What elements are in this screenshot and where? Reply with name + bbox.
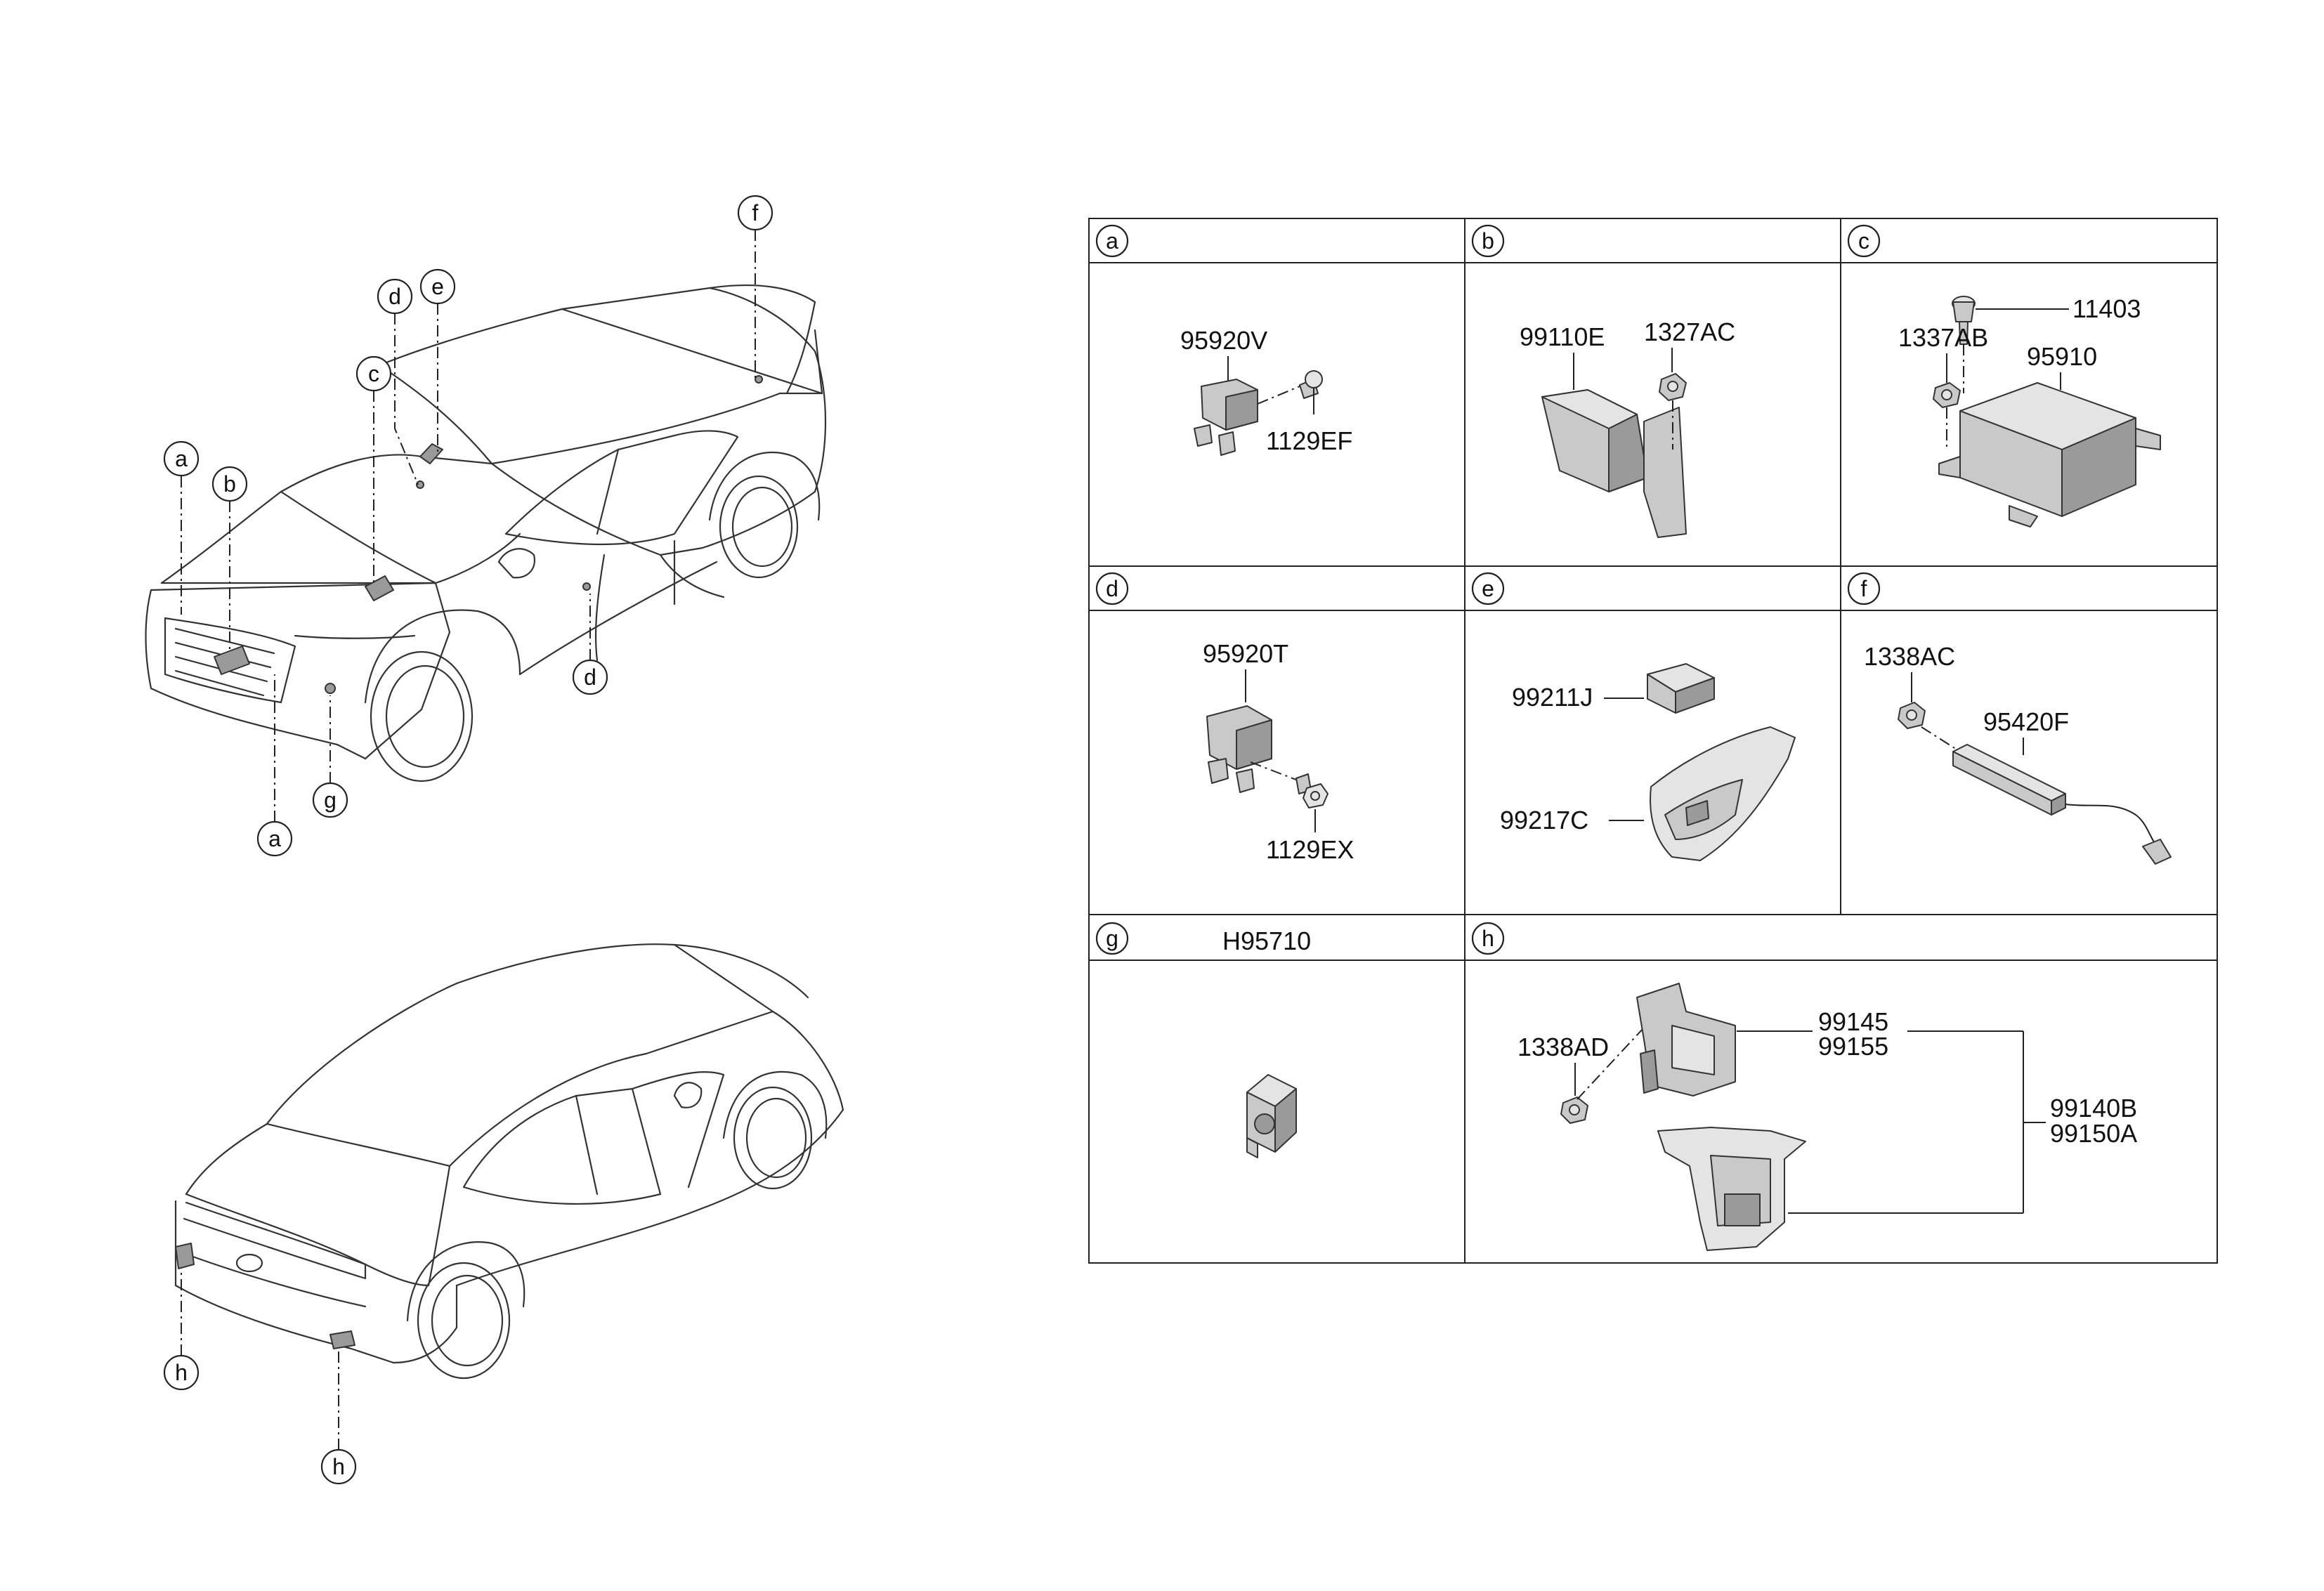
callout-c: c xyxy=(355,355,392,392)
parts-table xyxy=(1088,218,2218,1264)
callout-a-bottom: a xyxy=(256,820,293,857)
cell-c-content: 11403 1337AB 95910 xyxy=(1898,294,2161,528)
callout-h-right: h xyxy=(320,1448,357,1485)
part-marker-g xyxy=(325,683,336,694)
svg-text:e: e xyxy=(1482,576,1494,601)
bracket-99145-icon xyxy=(1636,983,1736,1096)
part-label-95920T: 95920T xyxy=(1203,639,1288,668)
part-label-99211J: 99211J xyxy=(1512,683,1593,712)
rear-car-illustration xyxy=(174,943,844,1380)
cell-b-content: 99110E 1327AC xyxy=(1520,317,1735,538)
svg-text:e: e xyxy=(431,274,444,299)
nut-1338AD-icon xyxy=(1560,1096,1588,1124)
cell-e-content: 99211J 99217C xyxy=(1500,663,1796,861)
svg-text:f: f xyxy=(1861,576,1867,601)
cell-header-c: c xyxy=(1847,224,1881,258)
cell-header-g: g xyxy=(1095,922,1129,955)
part-marker-h-right xyxy=(329,1330,355,1349)
part-label-1129EX: 1129EX xyxy=(1266,835,1354,864)
part-label-95920V: 95920V xyxy=(1180,326,1267,355)
callout-f: f xyxy=(737,195,773,231)
svg-text:g: g xyxy=(324,787,337,813)
svg-text:c: c xyxy=(1858,228,1869,254)
cell-g-content xyxy=(1246,1074,1297,1158)
part-marker-f xyxy=(755,375,763,384)
part-label-1337AB: 1337AB xyxy=(1898,323,1988,352)
part-marker-d-top xyxy=(416,480,424,489)
svg-text:a: a xyxy=(1106,228,1118,254)
svg-text:g: g xyxy=(1106,926,1118,951)
nut-1337AB-icon xyxy=(1933,382,1961,408)
callout-g: g xyxy=(312,782,348,818)
svg-text:f: f xyxy=(752,200,759,225)
bracket-99217C-icon xyxy=(1650,726,1796,861)
bolt-11403-icon xyxy=(1952,296,1976,345)
part-label-95420F: 95420F xyxy=(1983,707,2069,736)
cell-header-f: f xyxy=(1847,572,1881,605)
cell-header-d: d xyxy=(1095,572,1129,605)
antenna-95420F-icon xyxy=(1952,744,2172,865)
part-label-99110E: 99110E xyxy=(1520,322,1605,351)
radar-unit-99110E-icon xyxy=(1541,389,1687,538)
callout-b: b xyxy=(211,466,248,502)
bolt-1129EF-icon xyxy=(1299,370,1323,399)
part-marker-h-left xyxy=(175,1243,195,1269)
part-label-1338AD: 1338AD xyxy=(1517,1033,1609,1061)
part-label-11403: 11403 xyxy=(2072,294,2141,323)
nut-1338AC-icon xyxy=(1898,702,1926,729)
part-label-99155: 99155 xyxy=(1818,1032,1888,1061)
cell-a-content: 95920V 1129EF xyxy=(1180,326,1352,456)
part-label-99150A: 99150A xyxy=(2050,1119,2137,1148)
svg-text:d: d xyxy=(584,664,596,690)
cell-g-part-number: H95710 xyxy=(1222,927,1311,955)
cell-header-b: b xyxy=(1471,224,1505,258)
bolt-1129EX-icon xyxy=(1295,773,1329,808)
nut-1327AC-icon xyxy=(1659,373,1687,401)
part-label-95910: 95910 xyxy=(2027,342,2097,371)
part-marker-e xyxy=(419,443,443,464)
part-label-1129EF: 1129EF xyxy=(1266,426,1352,455)
callout-d-top: d xyxy=(377,278,413,315)
sensor-95920T-icon xyxy=(1206,705,1272,793)
cell-header-a: a xyxy=(1095,224,1129,258)
sensor-H95710-icon xyxy=(1246,1074,1297,1158)
cell-d-content: 95920T 1129EX xyxy=(1203,639,1354,864)
part-marker-d-side xyxy=(582,582,591,591)
svg-text:b: b xyxy=(1482,228,1494,254)
front-car-callout-leaders xyxy=(181,230,756,822)
part-marker-b xyxy=(214,646,250,675)
cell-header-h: h xyxy=(1471,922,1505,955)
svg-text:a: a xyxy=(268,826,281,851)
callout-e: e xyxy=(419,268,456,305)
callout-h-left: h xyxy=(163,1354,200,1391)
bracket-99140B-icon xyxy=(1657,1127,1806,1251)
svg-text:c: c xyxy=(368,361,379,386)
part-label-99145: 99145 xyxy=(1818,1007,1888,1036)
rear-car-callout-leaders xyxy=(181,1268,339,1450)
svg-text:b: b xyxy=(223,471,236,497)
front-car-illustration xyxy=(145,284,827,783)
svg-text:d: d xyxy=(389,284,401,309)
part-label-99140B: 99140B xyxy=(2050,1094,2137,1122)
cell-f-content: 1338AC 95420F xyxy=(1864,642,2172,865)
module-95910-icon xyxy=(1938,382,2161,528)
svg-text:a: a xyxy=(175,446,188,471)
svg-text:d: d xyxy=(1106,576,1118,601)
cover-99211J-icon xyxy=(1647,663,1715,714)
part-label-99217C: 99217C xyxy=(1500,806,1588,834)
part-label-1338AC: 1338AC xyxy=(1864,642,1955,671)
part-label-1327AC: 1327AC xyxy=(1644,317,1735,346)
cell-h-content: 1338AD 99145 99155 99140B 99150A xyxy=(1517,983,2137,1251)
svg-text:h: h xyxy=(175,1360,188,1385)
callout-a-top: a xyxy=(163,440,200,477)
cell-header-e: e xyxy=(1471,572,1505,605)
sensor-95920V-icon xyxy=(1194,379,1258,456)
part-marker-c xyxy=(365,575,394,601)
callout-d-side: d xyxy=(572,659,608,695)
svg-text:h: h xyxy=(1482,926,1494,951)
svg-text:h: h xyxy=(332,1454,345,1479)
